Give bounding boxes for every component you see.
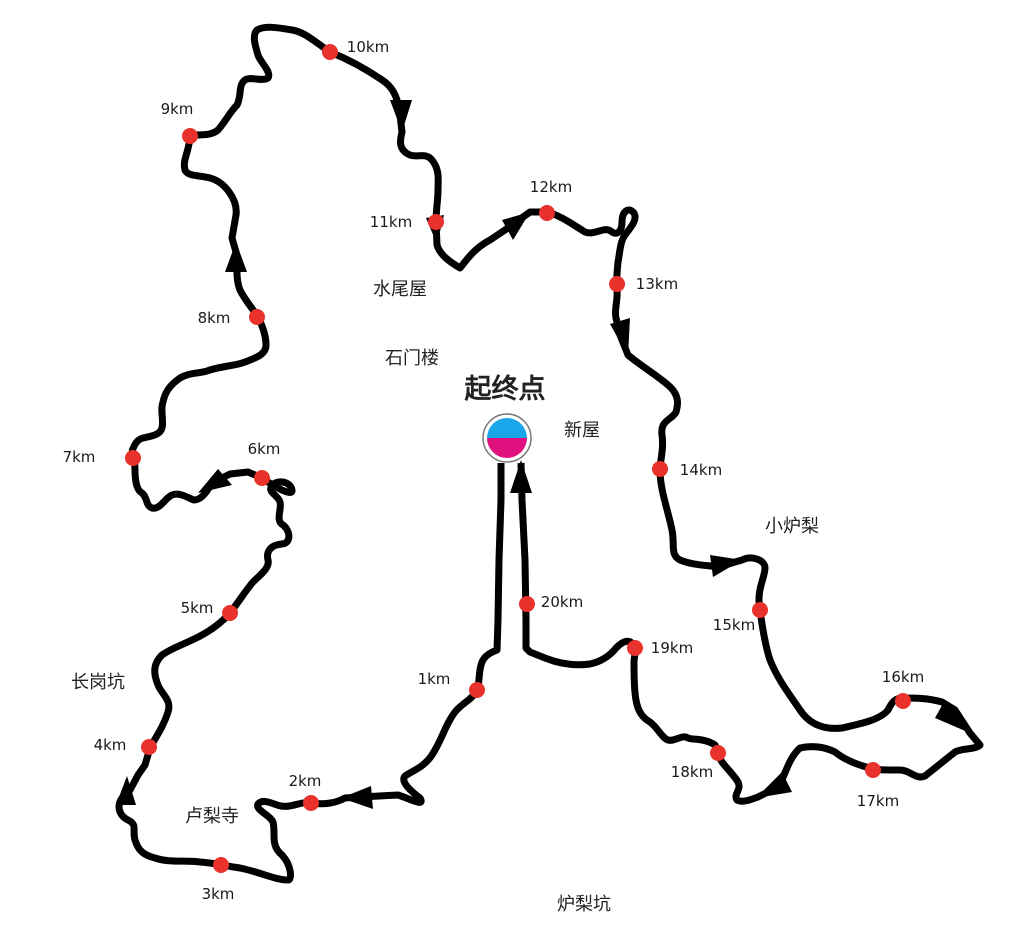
start-finish-icon <box>482 413 532 463</box>
km-marker-dot-4 <box>141 739 157 755</box>
km-marker-dot-10 <box>322 44 338 60</box>
direction-arrow <box>510 460 532 493</box>
km-marker-label-20: 20km <box>541 593 583 611</box>
km-marker-label-1: 1km <box>418 670 451 688</box>
km-marker-dot-7 <box>125 450 141 466</box>
km-marker-label-6: 6km <box>248 440 281 458</box>
km-marker-label-17: 17km <box>857 792 899 810</box>
place-label-lulisi: 卢梨寺 <box>185 806 239 827</box>
km-marker-dot-9 <box>182 128 198 144</box>
km-marker-label-14: 14km <box>680 461 722 479</box>
km-marker-label-19: 19km <box>651 639 693 657</box>
direction-arrow <box>502 212 530 240</box>
place-label-xinwu: 新屋 <box>564 420 600 441</box>
place-label-lulikeng: 炉梨坑 <box>557 894 611 915</box>
start-top-half <box>487 418 527 438</box>
km-marker-dot-19 <box>627 640 643 656</box>
direction-arrow <box>116 776 136 805</box>
direction-arrow <box>756 772 792 798</box>
start-bottom-half <box>487 438 527 458</box>
direction-arrow <box>225 242 247 272</box>
km-marker-label-15: 15km <box>713 616 755 634</box>
route-line <box>115 23 984 884</box>
direction-arrow <box>198 469 232 493</box>
km-marker-label-5: 5km <box>181 599 214 617</box>
km-marker-dot-13 <box>609 276 625 292</box>
km-marker-dot-8 <box>249 309 265 325</box>
direction-arrow <box>341 786 373 809</box>
km-marker-dot-6 <box>254 470 270 486</box>
km-marker-dot-12 <box>539 205 555 221</box>
km-marker-dot-20 <box>519 596 535 612</box>
km-marker-dot-2 <box>303 795 319 811</box>
km-marker-label-7: 7km <box>63 448 96 466</box>
direction-arrow <box>390 100 412 132</box>
km-marker-label-4: 4km <box>94 736 127 754</box>
km-marker-dot-18 <box>710 745 726 761</box>
km-marker-label-16: 16km <box>882 668 924 686</box>
km-marker-label-8: 8km <box>198 309 231 327</box>
km-marker-dot-1 <box>469 682 485 698</box>
km-marker-dot-17 <box>865 762 881 778</box>
km-marker-label-18: 18km <box>671 763 713 781</box>
km-marker-label-2: 2km <box>289 772 322 790</box>
km-marker-label-13: 13km <box>636 275 678 293</box>
km-marker-dot-3 <box>213 857 229 873</box>
place-label-xiaoluli: 小炉梨 <box>765 516 819 537</box>
km-markers: 1km 2km 3km 4km 5km 6km 7km 8km 9km 10km 11km 12km 1… <box>63 38 925 903</box>
place-label-shimenlou: 石门楼 <box>385 348 439 369</box>
km-marker-dot-15 <box>752 602 768 618</box>
km-marker-dot-11 <box>428 214 444 230</box>
place-label-shuiweiwu: 水尾屋 <box>373 279 427 300</box>
km-marker-dot-16 <box>895 693 911 709</box>
km-marker-label-11: 11km <box>370 213 412 231</box>
direction-arrow <box>935 700 970 733</box>
start-finish-title: 起终点 <box>465 373 546 405</box>
km-marker-label-3: 3km <box>202 885 235 903</box>
direction-arrow <box>710 555 742 577</box>
place-label-changgangkeng: 长岗坑 <box>71 672 125 693</box>
km-marker-label-10: 10km <box>347 38 389 56</box>
km-marker-dot-5 <box>222 605 238 621</box>
km-marker-label-12: 12km <box>530 178 572 196</box>
km-marker-dot-14 <box>652 461 668 477</box>
km-marker-label-9: 9km <box>161 100 194 118</box>
direction-arrow <box>610 318 630 356</box>
